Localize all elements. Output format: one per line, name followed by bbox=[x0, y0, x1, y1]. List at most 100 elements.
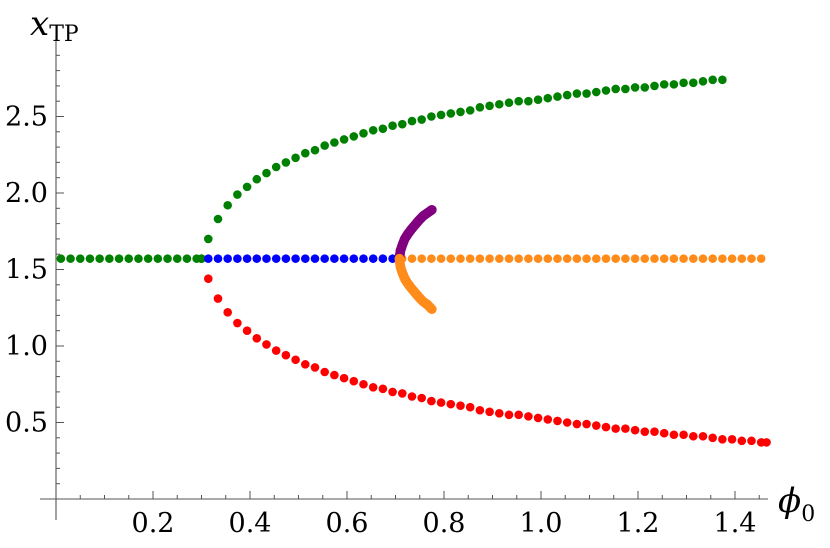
x-tick-label: 1.0 bbox=[520, 508, 563, 539]
data-point bbox=[718, 435, 727, 444]
y-axis-label-main: x bbox=[30, 4, 49, 44]
data-point bbox=[485, 254, 494, 263]
data-point bbox=[698, 254, 708, 263]
data-point bbox=[640, 254, 650, 263]
data-point bbox=[213, 294, 223, 303]
data-point bbox=[388, 387, 397, 397]
data-point bbox=[591, 254, 601, 263]
data-point bbox=[582, 254, 591, 263]
y-tick-label: 1.5 bbox=[5, 255, 48, 286]
data-point bbox=[475, 103, 485, 112]
data-point bbox=[669, 254, 679, 263]
data-point bbox=[601, 254, 611, 263]
data-point bbox=[378, 124, 388, 134]
data-point bbox=[718, 254, 727, 263]
data-point bbox=[368, 254, 378, 263]
data-point bbox=[291, 254, 300, 263]
data-point bbox=[465, 254, 475, 263]
data-point bbox=[359, 129, 368, 138]
data-point bbox=[669, 430, 679, 440]
data-point bbox=[349, 132, 359, 141]
data-point bbox=[659, 254, 669, 263]
data-point bbox=[339, 135, 349, 144]
data-point bbox=[95, 254, 104, 263]
data-point bbox=[242, 182, 252, 192]
data-point bbox=[271, 346, 281, 355]
y-tick-label: 2.0 bbox=[5, 178, 48, 209]
data-point bbox=[524, 254, 533, 263]
data-point bbox=[203, 274, 213, 283]
data-point bbox=[114, 254, 124, 263]
data-point bbox=[524, 412, 533, 421]
data-point bbox=[407, 116, 417, 126]
data-point bbox=[213, 214, 223, 224]
data-point bbox=[291, 355, 300, 365]
data-point bbox=[640, 83, 650, 92]
data-point bbox=[562, 90, 572, 100]
data-point bbox=[475, 254, 485, 263]
data-point bbox=[242, 326, 252, 336]
data-point bbox=[504, 410, 514, 420]
data-point bbox=[281, 254, 291, 263]
x-axis-label-main: ϕ bbox=[778, 481, 801, 521]
data-point bbox=[320, 254, 329, 263]
data-point bbox=[727, 435, 737, 444]
data-point bbox=[397, 389, 407, 398]
data-point bbox=[388, 121, 397, 130]
data-point bbox=[436, 110, 446, 120]
data-point bbox=[330, 138, 339, 147]
data-point bbox=[659, 80, 669, 89]
data-point bbox=[339, 373, 349, 383]
data-point bbox=[485, 407, 494, 417]
series-2 bbox=[203, 274, 771, 447]
data-point bbox=[650, 81, 659, 91]
data-point bbox=[533, 95, 543, 104]
data-point bbox=[262, 168, 271, 178]
x-tick-label: 0.2 bbox=[132, 508, 175, 539]
data-point bbox=[203, 234, 213, 244]
data-point bbox=[349, 254, 359, 263]
data-point bbox=[291, 153, 300, 163]
data-point bbox=[252, 334, 262, 343]
data-point bbox=[281, 350, 291, 360]
data-point bbox=[378, 384, 388, 394]
x-axis-label-subscript: 0 bbox=[801, 502, 815, 527]
data-point bbox=[233, 254, 242, 263]
data-point bbox=[417, 393, 426, 403]
data-point bbox=[524, 96, 533, 106]
data-point bbox=[300, 360, 310, 369]
data-point bbox=[679, 430, 688, 440]
data-point bbox=[368, 383, 378, 392]
data-point bbox=[446, 399, 456, 409]
data-point bbox=[105, 254, 114, 263]
data-point bbox=[310, 145, 320, 155]
data-point bbox=[679, 78, 688, 88]
data-point bbox=[494, 409, 504, 418]
data-point bbox=[669, 80, 679, 89]
x-tick-label: 0.4 bbox=[229, 508, 272, 539]
data-point bbox=[456, 401, 465, 410]
series-1 bbox=[197, 75, 727, 263]
series-6 bbox=[394, 253, 437, 315]
data-point bbox=[533, 254, 543, 263]
x-tick-label: 1.2 bbox=[617, 508, 660, 539]
data-point bbox=[153, 254, 163, 263]
data-point bbox=[562, 418, 572, 427]
data-point bbox=[172, 254, 182, 263]
data-point bbox=[465, 402, 475, 412]
series-5 bbox=[394, 205, 437, 264]
series-3 bbox=[203, 254, 403, 263]
data-point bbox=[582, 419, 591, 429]
data-point bbox=[650, 427, 659, 436]
data-point bbox=[621, 424, 630, 433]
data-point bbox=[203, 254, 213, 263]
data-point bbox=[427, 304, 437, 315]
y-tick-label: 1.0 bbox=[5, 331, 48, 362]
data-point bbox=[718, 75, 727, 85]
data-point bbox=[446, 109, 456, 118]
data-point bbox=[436, 398, 446, 407]
data-point bbox=[727, 254, 737, 263]
data-point bbox=[143, 254, 153, 263]
series-layer bbox=[56, 75, 771, 447]
